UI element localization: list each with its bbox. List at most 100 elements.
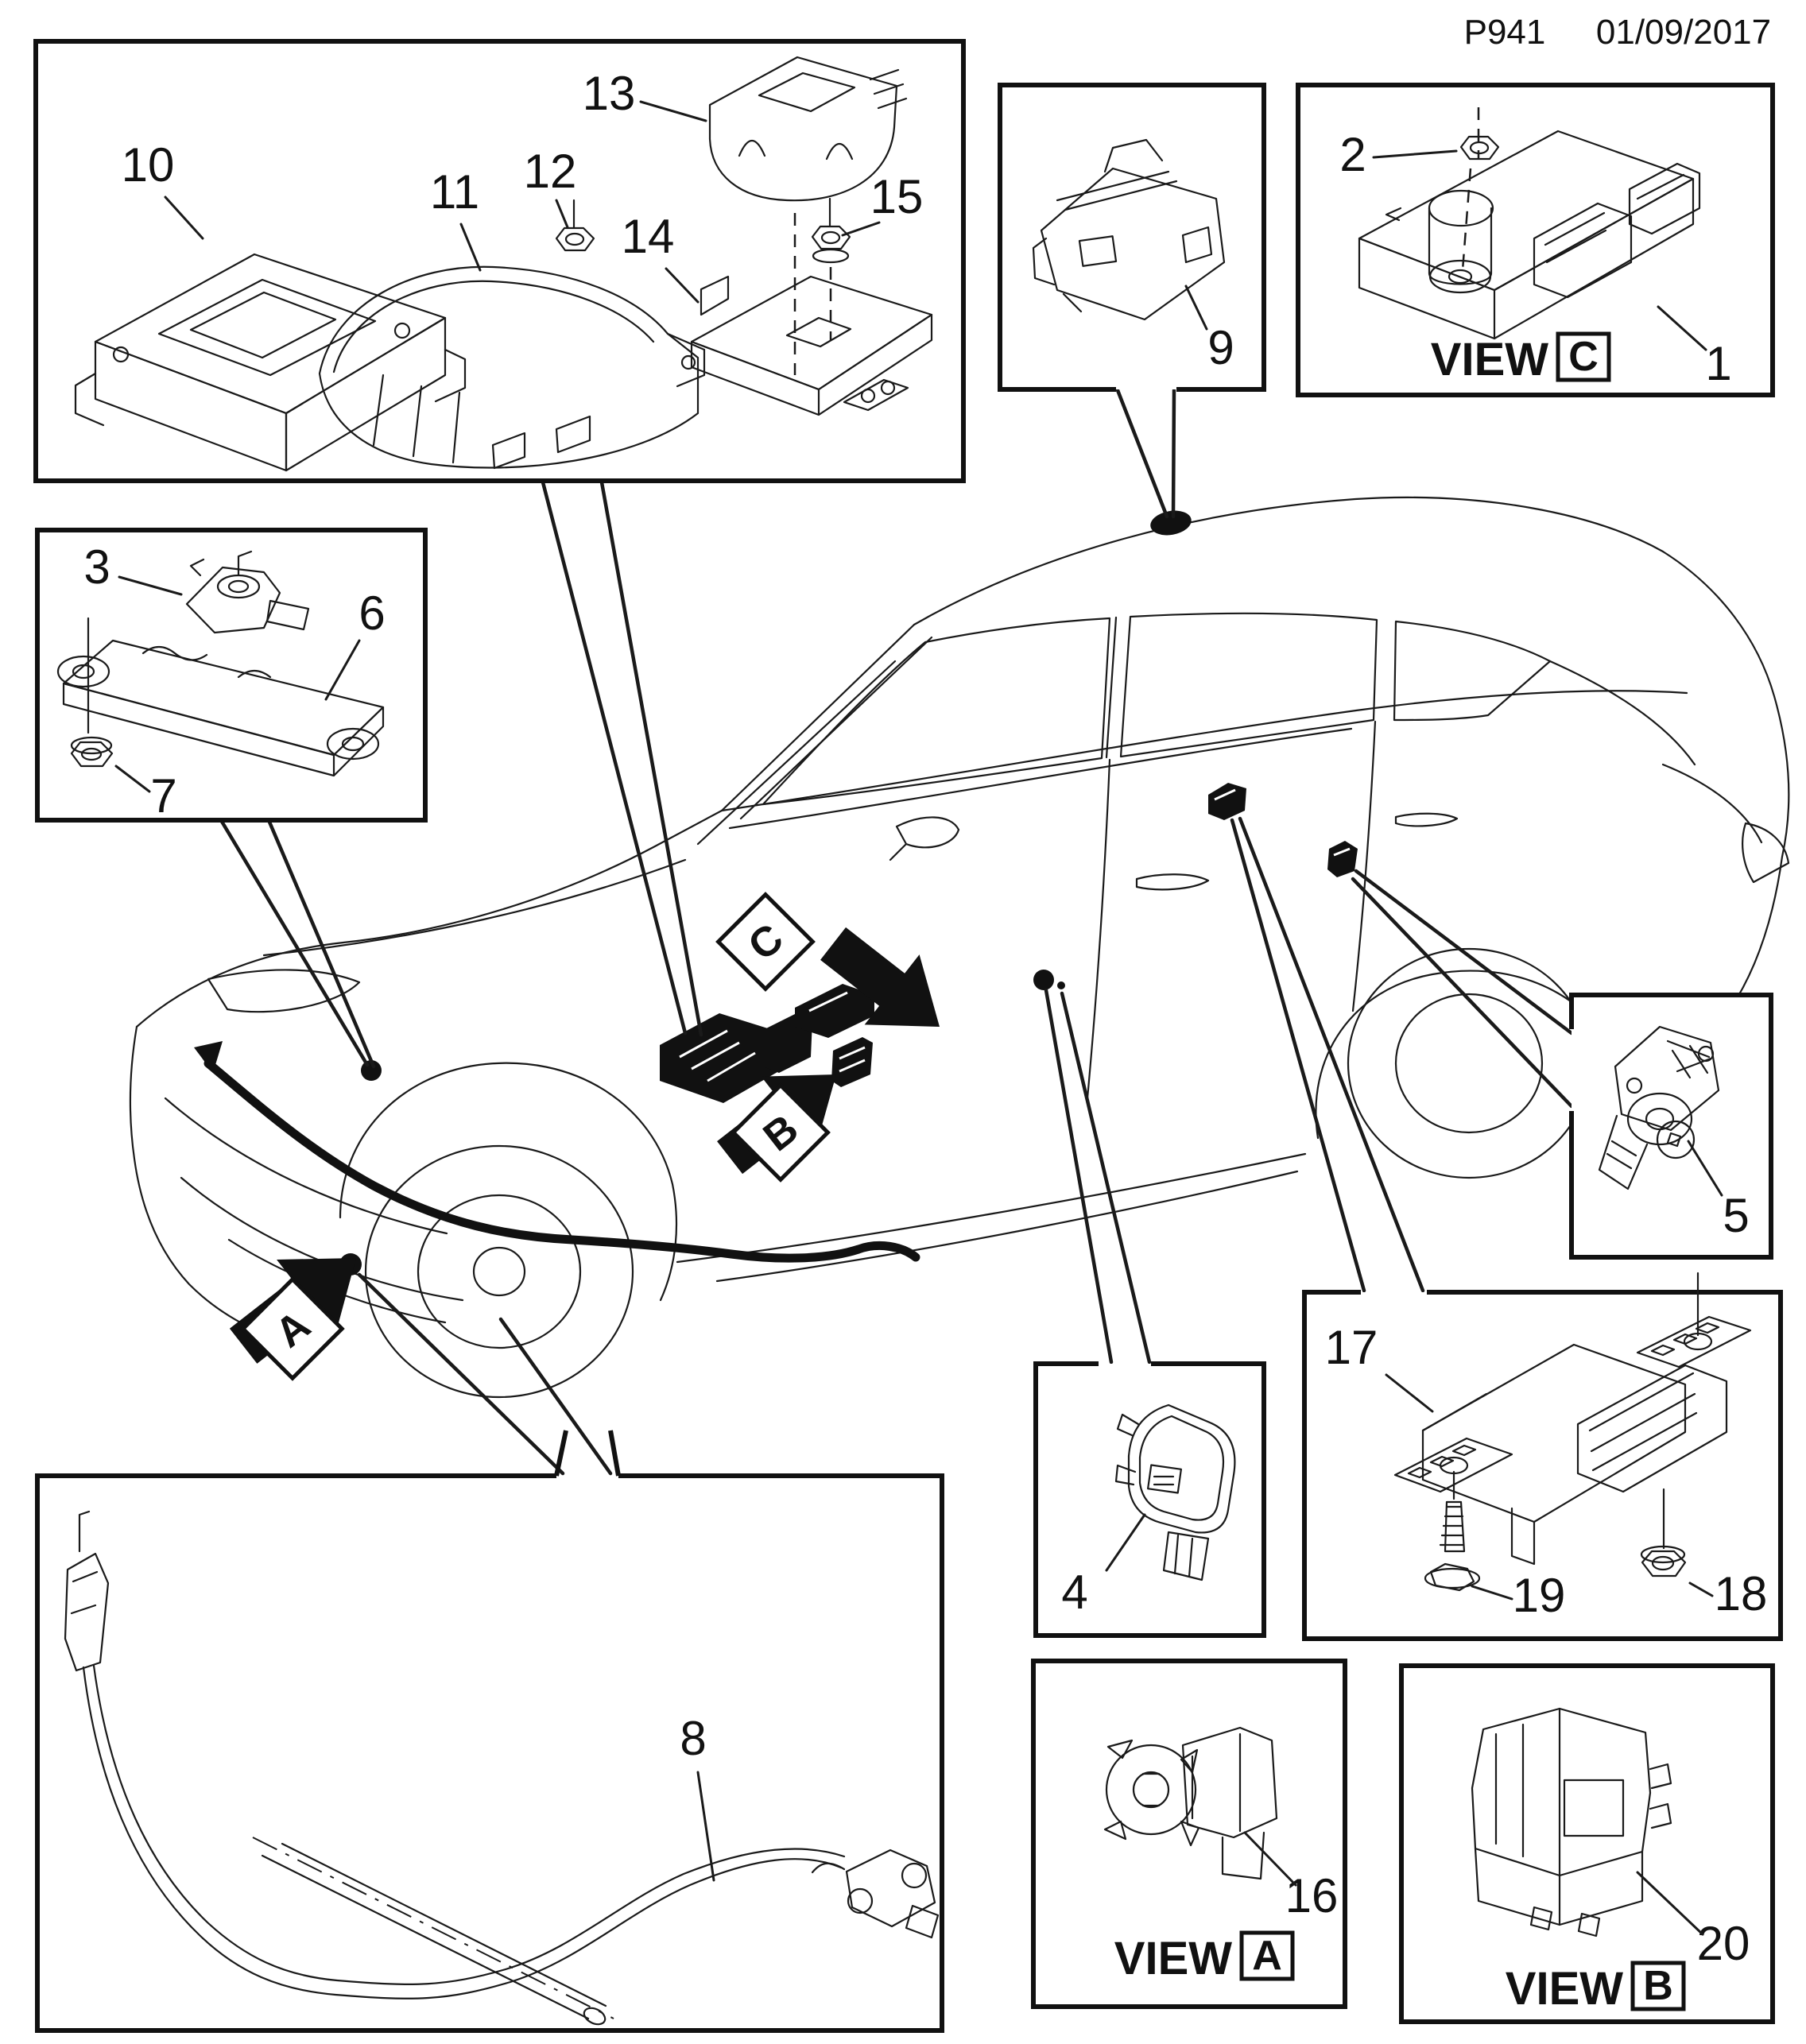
- label-15-leader: [841, 221, 881, 237]
- box-4-border: [1033, 1361, 1266, 1638]
- roof-sensor-dot: [1150, 510, 1192, 536]
- label-13-leader: [639, 100, 707, 122]
- rear-shelf-sensor-marker: [1208, 783, 1246, 820]
- part-label-15: 15: [870, 170, 924, 223]
- arrow-b-label-box: [731, 1082, 831, 1183]
- label-12-leader: [555, 199, 569, 229]
- label-20-leader: [1636, 1871, 1704, 1936]
- leader-box367-to-fender: [219, 818, 376, 1069]
- callout-box-front-sensor-bracket: 3 6 7: [35, 528, 428, 823]
- floor-airbag-module: [660, 1013, 812, 1103]
- part-2-nut: [1459, 107, 1500, 271]
- callout-box-roof-sensor: 9: [998, 83, 1266, 392]
- car-b-pillar: [1105, 616, 1118, 759]
- part-10-drawing: [74, 253, 467, 472]
- front-wheel-hub: [472, 1246, 526, 1297]
- box-8-notch: [554, 1430, 621, 1477]
- direction-arrow-b: B: [717, 1074, 836, 1183]
- part-label-18: 18: [1715, 1567, 1768, 1620]
- label-4-leader: [1105, 1513, 1146, 1572]
- label-2-leader: [1372, 149, 1458, 159]
- view-c-letter: C: [1568, 334, 1599, 380]
- part-label-19: 19: [1513, 1569, 1566, 1622]
- label-7-leader: [114, 765, 151, 793]
- car-cowl-line: [696, 660, 897, 846]
- label-16-leader: [1243, 1831, 1297, 1887]
- car-roof-line: [913, 496, 1665, 626]
- part-label-8: 8: [680, 1712, 706, 1765]
- part-8-drawing: [64, 1510, 940, 2026]
- view-a-caption: VIEW A: [1114, 1930, 1295, 1984]
- car-hood-line: [135, 809, 723, 1028]
- label-19-leader: [1471, 1585, 1513, 1601]
- car-c-pillar-line: [1548, 660, 1696, 766]
- box-3-6-7-border: [35, 528, 428, 823]
- box-8-border: [35, 1473, 944, 2033]
- car-rocker-lines: [676, 1152, 1307, 1283]
- car-fender-crease: [262, 858, 687, 957]
- front-bumper-harness: [203, 1059, 920, 1263]
- part-label-6: 6: [358, 586, 385, 640]
- callout-box-view-b: 20 VIEW B: [1399, 1663, 1775, 2024]
- part-17-drawing: [1393, 1272, 1752, 1566]
- leader-shelfsensor-to-box17: [1230, 816, 1425, 1293]
- view-c-word: VIEW: [1431, 334, 1548, 385]
- part-6-bracket-drawing: [56, 617, 385, 777]
- leader-lines: [219, 388, 1574, 1476]
- rear-wheel: [1347, 947, 1591, 1179]
- car-rear-profile: [1661, 550, 1790, 1020]
- part-15-nut: [811, 197, 851, 264]
- installed-component-markers: [194, 510, 1358, 1276]
- part-label-3: 3: [83, 540, 110, 594]
- part-16-drawing: [1103, 1726, 1278, 1880]
- car-mirror: [889, 816, 960, 861]
- part-label-16: 16: [1285, 1869, 1339, 1922]
- car-front-window: [762, 617, 1111, 806]
- part-label-14: 14: [622, 210, 675, 263]
- label-1-leader: [1657, 305, 1707, 351]
- label-17-leader: [1385, 1373, 1434, 1413]
- leader-modulebox-to-floor: [541, 480, 703, 1037]
- part-12-nut: [555, 199, 595, 252]
- leader-box9-to-roof: [1115, 388, 1176, 519]
- part-13-drawing: [708, 56, 908, 202]
- part-label-7: 7: [150, 769, 176, 823]
- part-label-10: 10: [122, 138, 175, 192]
- part-5-drawing: [1598, 1025, 1720, 1190]
- view-b-box-border: [1399, 1663, 1775, 2024]
- label-18-leader: [1688, 1581, 1714, 1597]
- front-wheel: [364, 1144, 634, 1399]
- part-1-drawing: [1358, 130, 1701, 340]
- view-b-letter: B: [1643, 1963, 1673, 2009]
- part-label-5: 5: [1723, 1189, 1749, 1242]
- part-label-4: 4: [1061, 1566, 1087, 1619]
- tunnel-bracket-marker: [795, 984, 874, 1038]
- label-3-leader: [118, 575, 183, 596]
- part-20-drawing: [1471, 1707, 1672, 1938]
- view-a-letter: A: [1252, 1933, 1282, 1979]
- header: P941 01/09/2017: [1464, 13, 1771, 52]
- label-11-leader: [459, 223, 482, 272]
- callout-box-door-sensor: 4: [1033, 1361, 1266, 1638]
- part-7-nut: [70, 736, 114, 768]
- harness-end-arrowhead: [194, 1041, 223, 1073]
- view-a-letter-box: [1239, 1930, 1295, 1981]
- callout-box-view-a: 16 VIEW A: [1031, 1659, 1347, 2009]
- doc-date: 01/09/2017: [1596, 13, 1771, 52]
- tunnel-sensor-marker: [831, 1037, 873, 1087]
- door-sensor-dot-small: [1057, 981, 1065, 989]
- part-9-drawing: [1032, 138, 1226, 321]
- box-5-border: [1569, 993, 1773, 1260]
- callout-box-side-sensor: 5: [1569, 993, 1773, 1260]
- box-9-border: [998, 83, 1266, 392]
- callout-box-view-c: 2 1 VIEW C: [1296, 83, 1775, 397]
- car-front-wheel-arch: [339, 1062, 678, 1302]
- door-sensor-dot: [1033, 970, 1054, 990]
- view-b-letter-box: [1630, 1961, 1686, 2011]
- car-a-pillar: [720, 623, 933, 820]
- part-label-20: 20: [1697, 1917, 1750, 1970]
- callout-box-rear-module: 17 19 18: [1302, 1272, 1783, 1641]
- car-beltline: [720, 690, 1688, 830]
- part-18-nut: [1640, 1488, 1687, 1578]
